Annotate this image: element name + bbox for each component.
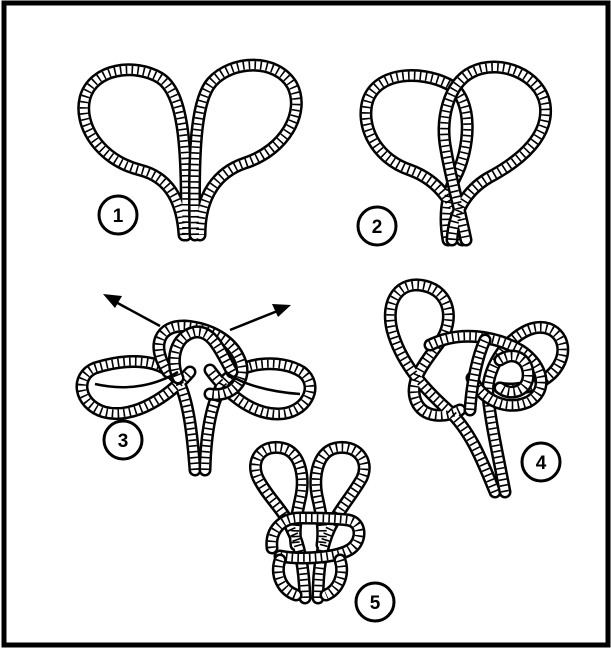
step-3-number: 3 (118, 431, 129, 452)
step-5-number: 5 (370, 593, 381, 614)
step-1-number: 1 (113, 206, 124, 227)
step-2-number: 2 (372, 217, 383, 238)
step-2-badge: 2 (358, 207, 396, 245)
diagram-border (4, 3, 608, 645)
step-4-badge: 4 (522, 443, 560, 481)
step-3-badge: 3 (104, 421, 142, 459)
step-4-number: 4 (536, 453, 547, 474)
step-5-badge: 5 (356, 583, 394, 621)
step-1-badge: 1 (99, 196, 137, 234)
